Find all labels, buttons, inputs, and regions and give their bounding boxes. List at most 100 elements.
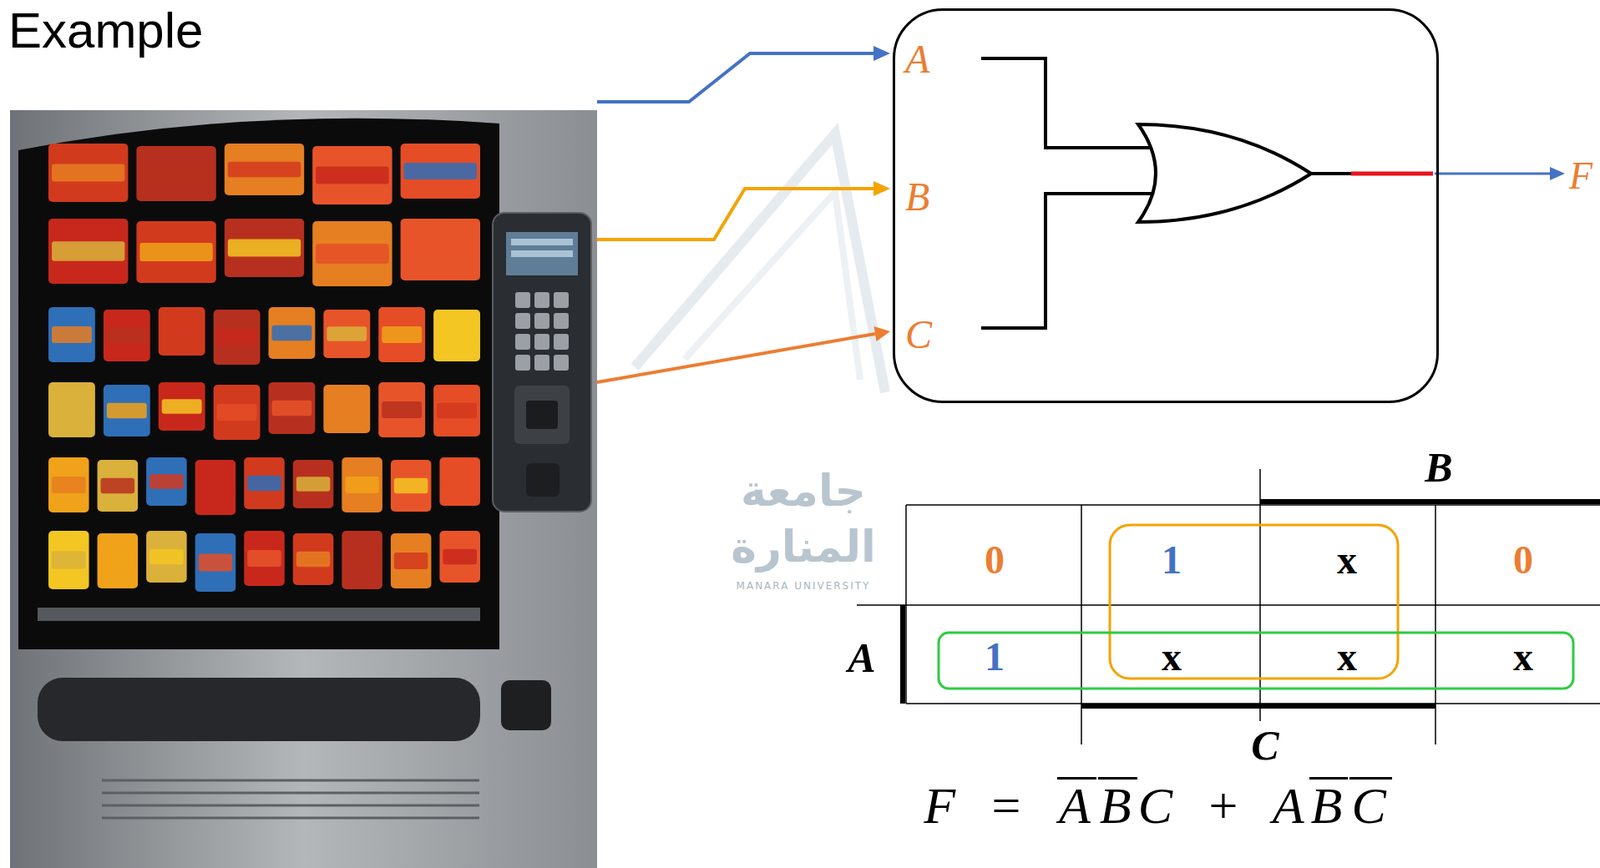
snack-body [136,146,216,202]
keypad-key [553,313,569,330]
slide-title: Example [8,1,203,60]
snack-band [344,551,380,570]
machine-groove [101,792,480,795]
snack-band [149,549,184,566]
snack-body [341,457,383,513]
bill-slot [526,400,558,430]
snack-body [378,382,426,438]
machine-window [18,118,500,650]
snack-packet [48,143,128,203]
snack-band [51,241,125,261]
snack-body [378,307,426,363]
snack-body [48,382,96,438]
snack-packet [146,457,188,507]
snack-band [394,478,429,495]
arrow-head [873,181,891,197]
snack-band [436,403,477,420]
snack-band [326,326,367,341]
snack-packet [268,382,316,435]
kmap-cell: x [1336,633,1357,680]
vending-machine [10,110,598,868]
snack-body [103,309,151,362]
group-loop [938,632,1574,689]
snack-body [48,143,128,203]
grid-line [906,504,1600,507]
snack-packet [400,218,481,281]
snack-body [195,533,237,593]
snack-packet [323,309,370,359]
grid-line [905,505,907,704]
variable-bar [1081,703,1436,709]
gate-box: ABC [892,8,1439,404]
snack-packet [48,531,90,590]
grid-line [1259,469,1261,722]
snack-packet [400,143,481,199]
kmap-cell: 0 [1513,536,1534,583]
output-wire [1311,172,1352,176]
output-label: F [1569,153,1593,198]
snack-band [315,167,389,185]
snack-packet [48,307,96,363]
input-label: A [905,35,930,82]
snack-body [400,218,481,281]
input-arrow [597,334,876,383]
watermark-text: جامعة [740,465,866,517]
snack-band [247,550,282,568]
variable-bar [900,605,906,704]
keypad-key [534,334,550,350]
input-arrow [597,188,876,240]
kmap-cell: x [1336,536,1357,583]
snack-band [51,551,87,570]
snack-band [326,401,367,416]
snack-band [272,400,313,417]
snack-body [136,221,216,284]
snack-packet [433,384,481,437]
keypad [515,292,569,371]
machine-groove [101,817,480,821]
machine-cabinet [10,110,598,868]
snack-band [51,401,92,419]
keypad-panel [492,212,592,512]
snack-body [433,309,481,362]
keypad-key [515,354,531,371]
snack-band [227,162,301,178]
snack-packet [293,533,335,586]
kmap-cell: 1 [1161,536,1182,583]
output-wire [1351,172,1433,177]
overlined-letter: B [1098,777,1138,832]
snack-band [344,476,380,494]
snack-band [404,240,477,259]
snack-body [293,533,335,586]
snack-band [106,403,147,420]
snack-packet [312,146,392,205]
snack-body [390,533,432,589]
snack-packet [439,457,481,507]
snack-packet [390,533,432,589]
snack-body [243,457,285,510]
snack-packet [390,460,432,512]
snack-band [296,476,331,492]
snack-body [439,531,481,583]
overlined-letter: B [1309,777,1349,832]
snack-body [390,460,432,512]
keypad-key [553,292,569,309]
snack-packet [213,384,261,441]
snack-body [268,307,316,360]
keypad-key [515,334,531,350]
boolean-equation: F = ABC + ABC [923,774,1393,840]
gate-wiring [981,58,1155,329]
snack-packet [158,382,206,431]
coin-cup [501,680,552,731]
snack-band [149,474,184,489]
grid-line [856,604,1600,607]
snack-body [400,143,481,199]
kmap-cell: 1 [984,633,1005,680]
watermark-text: MANARA UNIVERSITY [736,580,871,593]
snack-band [162,324,203,339]
snack-packet [224,218,304,278]
snack-band [51,326,92,344]
snack-band [227,239,301,258]
